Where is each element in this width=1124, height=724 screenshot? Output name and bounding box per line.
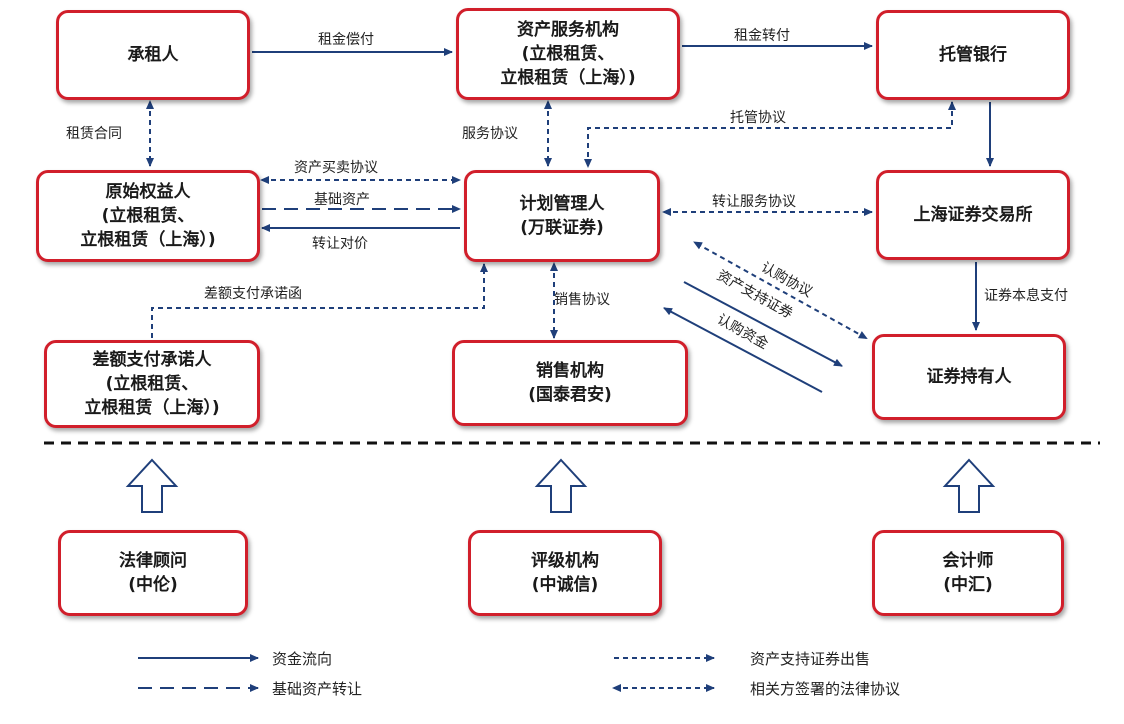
node-accountant-label: 会计师 (中汇) (942, 551, 994, 595)
label-transfer-service: 转让服务协议 (712, 194, 796, 210)
node-sales-label: 销售机构 (国泰君安) (528, 361, 612, 405)
node-legal-label: 法律顾问 (中伦) (119, 551, 187, 595)
node-custodian: 托管银行 (876, 10, 1070, 100)
node-holder: 证券持有人 (872, 334, 1066, 420)
label-sales-agreement: 销售协议 (554, 292, 610, 308)
node-holder-label: 证券持有人 (926, 367, 1012, 387)
edge-subscription-funds (663, 307, 823, 393)
node-lessee: 承租人 (56, 10, 250, 100)
edge-custody-agreement (584, 101, 956, 168)
node-rating-label: 评级机构 (中诚信) (531, 551, 599, 595)
node-manager-label: 计划管理人 (万联证券) (519, 194, 605, 238)
node-guarantor-label: 差额支付承诺人 (立根租赁、 立根租赁（上海）) (84, 350, 220, 418)
up-arrow-icon (534, 458, 588, 513)
node-sales: 销售机构 (国泰君安) (452, 340, 688, 426)
node-asset-service: 资产服务机构 (立根租赁、 立根租赁（上海）) (456, 8, 680, 100)
node-originator-label: 原始权益人 (立根租赁、 立根租赁（上海）) (80, 182, 216, 250)
legend-legal-agreement: 相关方签署的法律协议 (750, 680, 901, 698)
node-rating: 评级机构 (中诚信) (468, 530, 662, 616)
node-exchange-label: 上海证券交易所 (913, 205, 1033, 225)
node-guarantor: 差额支付承诺人 (立根租赁、 立根租赁（上海）) (44, 340, 260, 428)
node-lessee-label: 承租人 (127, 45, 179, 65)
up-arrow-icon (942, 458, 996, 513)
node-asset-service-label: 资产服务机构 (立根租赁、 立根租赁（上海）) (500, 20, 636, 88)
legend-asset-transfer: 基础资产转让 (272, 680, 363, 698)
edge-abs (683, 281, 843, 367)
label-subscription-funds: 认购资金 (714, 312, 771, 353)
edge-subscription-agreement (693, 241, 868, 339)
legend-abs-sale: 资产支持证券出售 (750, 650, 871, 668)
node-originator: 原始权益人 (立根租赁、 立根租赁（上海）) (36, 170, 260, 262)
label-base-asset: 基础资产 (314, 191, 370, 208)
label-custody-agreement: 托管协议 (730, 110, 786, 126)
label-rent-pay: 租金偿付 (318, 32, 374, 48)
label-transfer-price: 转让对价 (312, 236, 368, 252)
label-securities-payment: 证券本息支付 (984, 287, 1068, 304)
label-asset-sale-agreement: 资产买卖协议 (294, 160, 378, 176)
edge-guarantee-letter (151, 263, 488, 338)
legend-fund-flow: 资金流向 (272, 650, 333, 668)
label-rent-transfer: 租金转付 (734, 28, 790, 44)
node-legal: 法律顾问 (中伦) (58, 530, 248, 616)
node-manager: 计划管理人 (万联证券) (464, 170, 660, 262)
up-arrow-icon (125, 458, 179, 513)
label-service-agreement: 服务协议 (462, 126, 518, 142)
node-custodian-label: 托管银行 (939, 45, 1007, 65)
label-lease-contract: 租赁合同 (66, 126, 122, 142)
node-accountant: 会计师 (中汇) (872, 530, 1064, 616)
node-exchange: 上海证券交易所 (876, 170, 1070, 260)
label-guarantee-letter: 差额支付承诺函 (204, 286, 302, 302)
